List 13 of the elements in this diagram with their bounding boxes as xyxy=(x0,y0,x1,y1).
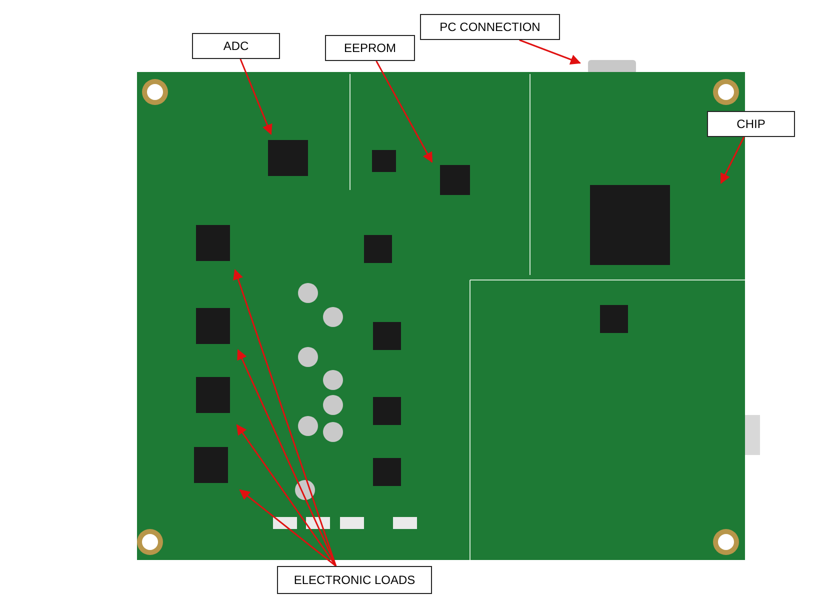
leader-line xyxy=(233,269,337,566)
leader-line xyxy=(519,39,581,65)
callout-box: CHIP xyxy=(707,111,795,137)
leader-line xyxy=(376,60,433,163)
leader-line xyxy=(720,136,745,184)
callout-box: PC CONNECTION xyxy=(420,14,560,40)
callout-box: ADC xyxy=(192,33,280,59)
callout-box: ELECTRONIC LOADS xyxy=(277,566,432,594)
leader-line xyxy=(239,489,336,567)
leader-line xyxy=(240,58,272,135)
leader-line xyxy=(236,424,337,566)
callout-box: EEPROM xyxy=(325,35,415,61)
leader-line xyxy=(237,349,337,566)
